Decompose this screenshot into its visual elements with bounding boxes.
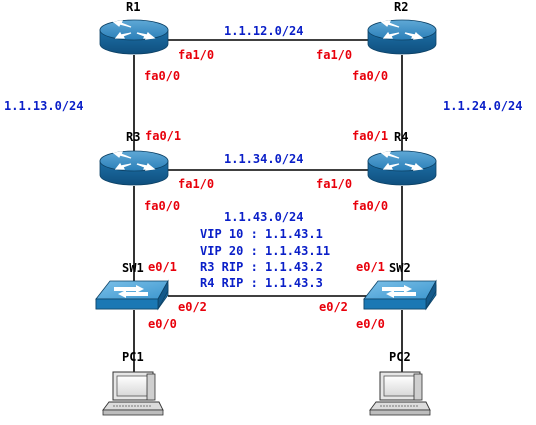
interface-label-r4-fa0-1: fa0/1: [352, 129, 388, 143]
interface-label-r1-fa0-0: fa0/0: [144, 69, 180, 83]
interface-label-r2-fa1-0: fa1/0: [316, 48, 352, 62]
network-label-r3-r4: 1.1.34.0/24: [224, 152, 303, 166]
device-name-r3: R3: [126, 130, 140, 144]
device-name-r4: R4: [394, 130, 408, 144]
router-icon: [99, 150, 169, 186]
interface-label-sw2-e0-0: e0/0: [356, 317, 385, 331]
pc-icon: [369, 371, 431, 416]
links: [133, 39, 403, 375]
interface-label-r1-fa1-0: fa1/0: [178, 48, 214, 62]
interface-label-r3-fa0-0: fa0/0: [144, 199, 180, 213]
device-name-r2: R2: [394, 0, 408, 14]
switch-icon: [363, 280, 437, 310]
router-icon: [367, 19, 437, 55]
switch-icon: [95, 280, 169, 310]
network-label-r1-r2: 1.1.12.0/24: [224, 24, 303, 38]
interface-label-r2-fa0-0: fa0/0: [352, 69, 388, 83]
lan-info-vip20: VIP 20 : 1.1.43.11: [200, 244, 330, 258]
interface-label-r4-fa0-0: fa0/0: [352, 199, 388, 213]
interface-label-sw2-e0-1: e0/1: [356, 260, 385, 274]
router-icon: [99, 19, 169, 55]
lan-info-vip10: VIP 10 : 1.1.43.1: [200, 227, 323, 241]
device-name-r1: R1: [126, 0, 140, 14]
network-label-r1-r3: 1.1.13.0/24: [4, 99, 83, 113]
network-label-r2-r4: 1.1.24.0/24: [443, 99, 522, 113]
lan-info-r3-rip: R3 RIP : 1.1.43.2: [200, 260, 323, 274]
lan-info-r4-rip: R4 RIP : 1.1.43.3: [200, 276, 323, 290]
interface-label-r4-fa1-0: fa1/0: [316, 177, 352, 191]
interface-label-r3-fa0-1: fa0/1: [145, 129, 181, 143]
network-label-lan: 1.1.43.0/24: [224, 210, 303, 224]
device-name-pc2: PC2: [389, 350, 411, 364]
device-name-sw2: SW2: [389, 261, 411, 275]
interface-label-sw1-e0-2: e0/2: [178, 300, 207, 314]
device-name-pc1: PC1: [122, 350, 144, 364]
interface-label-sw2-e0-2: e0/2: [319, 300, 348, 314]
interface-label-r3-fa1-0: fa1/0: [178, 177, 214, 191]
pc-icon: [102, 371, 164, 416]
device-name-sw1: SW1: [122, 261, 144, 275]
router-icon: [367, 150, 437, 186]
interface-label-sw1-e0-1: e0/1: [148, 260, 177, 274]
interface-label-sw1-e0-0: e0/0: [148, 317, 177, 331]
